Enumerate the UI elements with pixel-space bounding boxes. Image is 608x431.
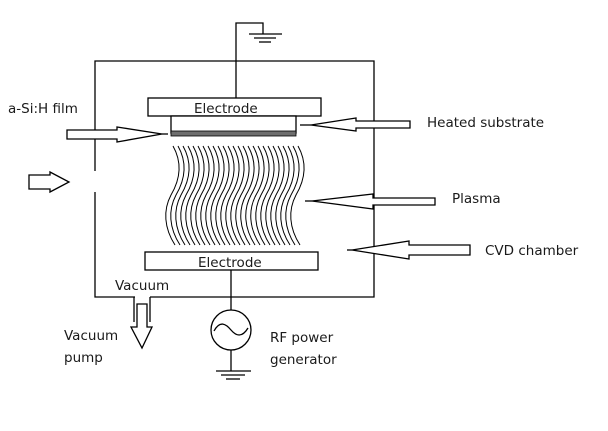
cvd-chamber [94, 60, 375, 298]
plasma-label: Plasma [452, 191, 501, 207]
bottom-ground-icon [216, 350, 251, 380]
plasma-line [180, 145, 195, 246]
plasma-line [170, 145, 185, 246]
plasma-line [195, 145, 210, 246]
plasma-line [290, 145, 305, 246]
plasma-line [215, 145, 230, 246]
heated-substrate [170, 115, 297, 134]
plasma-line [245, 145, 260, 246]
plasma-line [190, 145, 205, 246]
plasma-line [255, 145, 270, 246]
a-si-h-film [170, 130, 297, 137]
plasma-line [270, 145, 285, 246]
plasma-line [175, 145, 190, 246]
plasma-line [260, 145, 275, 246]
rf-generator-label-line1: RF power [270, 330, 334, 346]
plasma-line [205, 145, 220, 246]
plasma-line [235, 145, 250, 246]
plasma-line [230, 145, 245, 246]
plasma-line [250, 145, 265, 246]
vacuum-label: Vacuum [115, 278, 169, 294]
film-label: a-Si:H film [8, 101, 78, 117]
plasma-line [220, 145, 235, 246]
cvd-chamber-label: CVD chamber [485, 243, 579, 259]
vacuum-outlet [129, 297, 154, 350]
plasma-line [265, 145, 280, 246]
film-arrow [66, 126, 163, 143]
vacuum-pump-label-line1: Vacuum [64, 328, 118, 344]
bottom-electrode-label: Electrode [198, 255, 262, 271]
vacuum-pump-arrow [129, 303, 154, 350]
plasma-line [225, 145, 240, 246]
plasma-line [165, 145, 180, 246]
plasma-line [280, 145, 295, 246]
top-electrode-label: Electrode [194, 101, 258, 117]
rf-generator-label-line2: generator [270, 352, 337, 368]
plasma-line [275, 145, 290, 246]
plasma-line [210, 145, 225, 246]
vacuum-pump-label-line2: pump [64, 350, 103, 366]
plasma-arrow [311, 193, 436, 210]
plasma-line [185, 145, 200, 246]
gas-inlet-arrow [28, 170, 71, 194]
heated-substrate-label: Heated substrate [427, 115, 544, 131]
heated-substrate-arrow [310, 117, 411, 132]
plasma-line [240, 145, 255, 246]
plasma-region [165, 145, 305, 246]
plasma-line [200, 145, 215, 246]
cvd-chamber-arrow [351, 240, 471, 260]
plasma-line [285, 145, 300, 246]
